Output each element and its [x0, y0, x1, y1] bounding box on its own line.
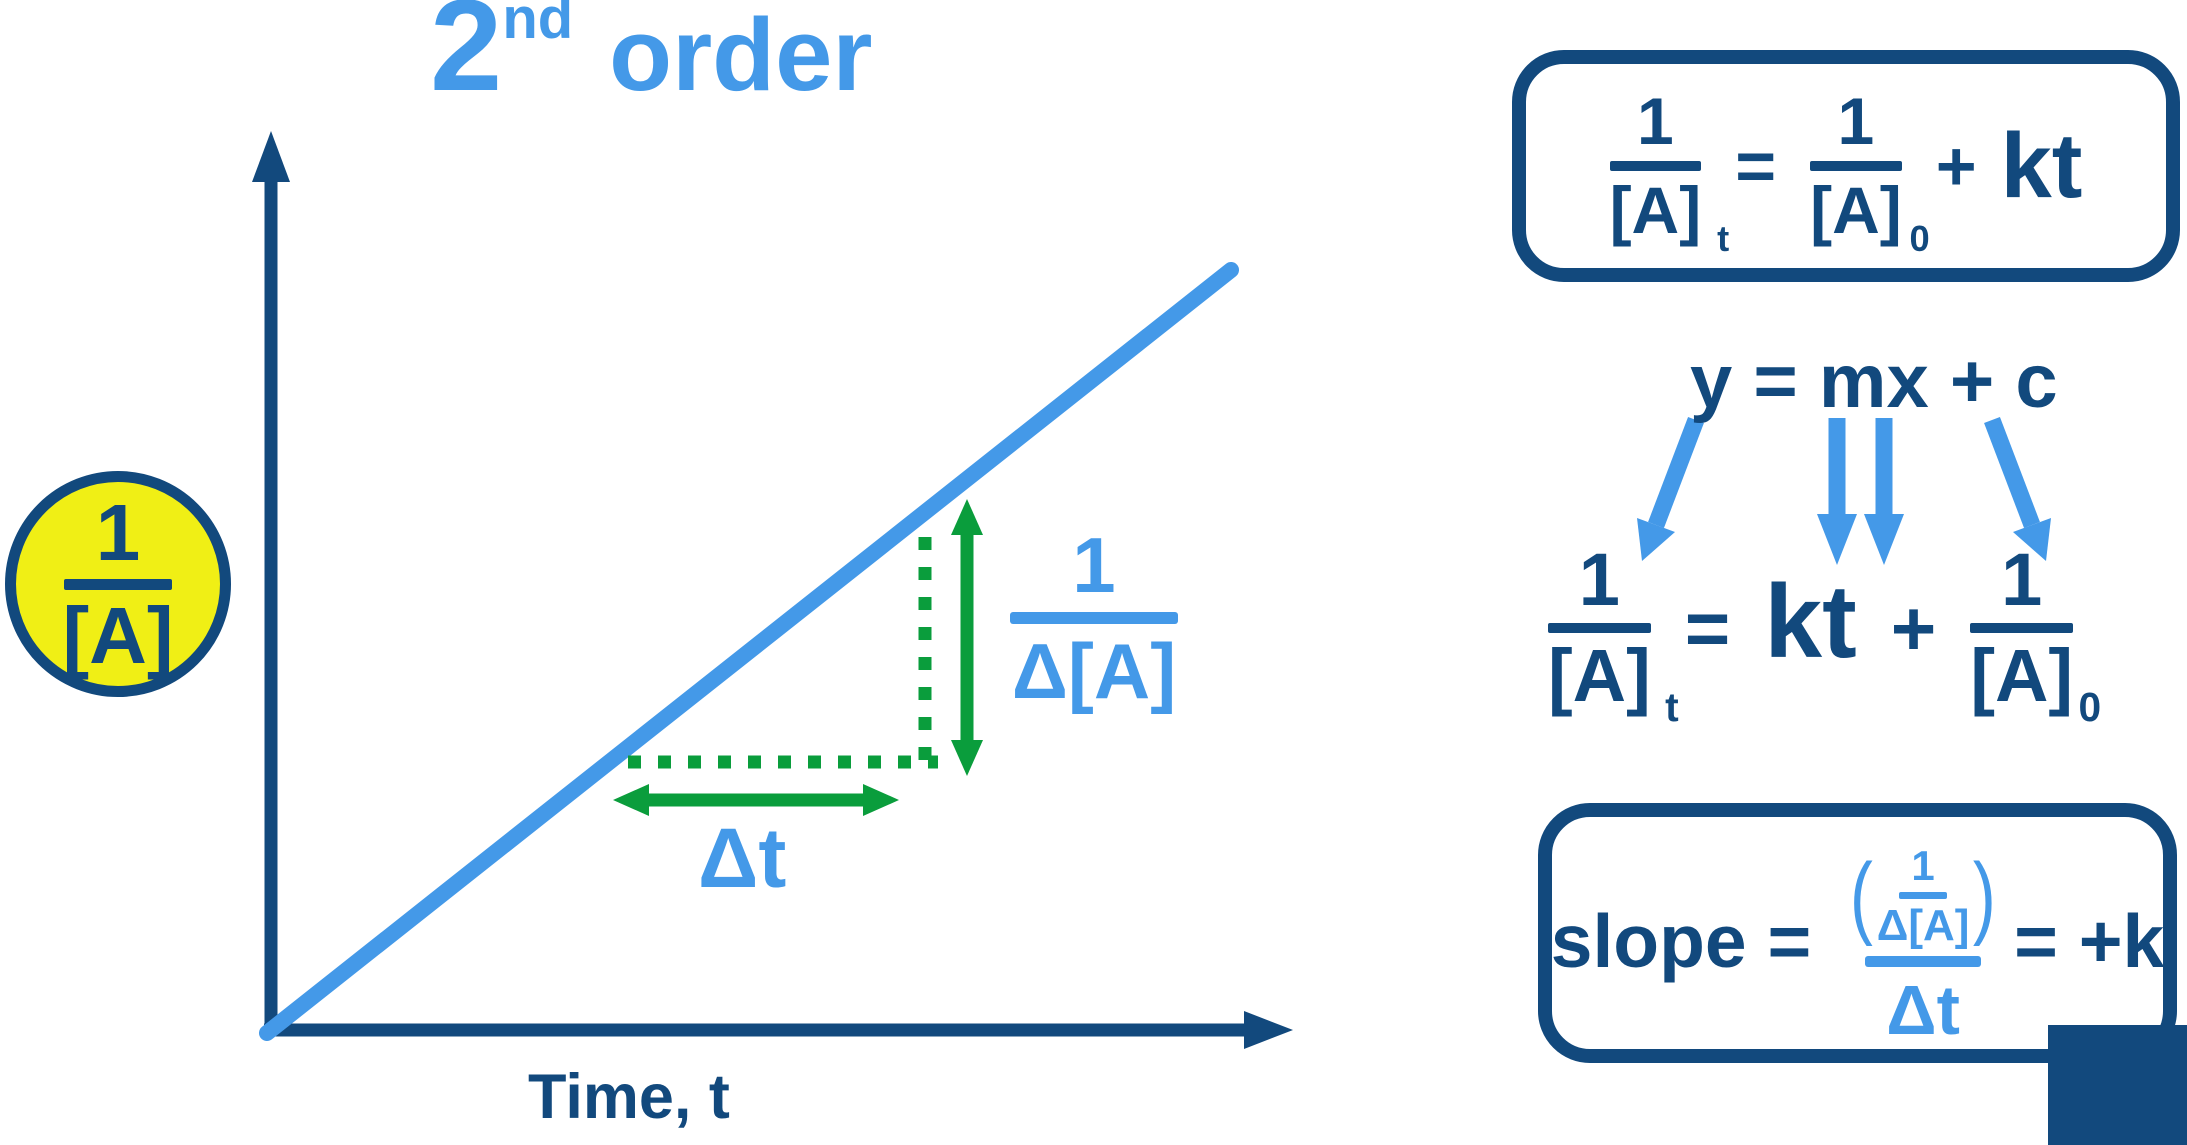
rearranged-equation: 1 [A] t = kt + 1 [A] 0 — [1548, 538, 2133, 727]
x-axis-label: Time, t — [528, 1062, 730, 1132]
integrated-lhs-fraction: 1 [A] t — [1609, 84, 1729, 257]
open-paren: ( — [1849, 845, 1873, 948]
integrated-kt-term: kt — [2000, 115, 2083, 217]
rearranged-rhs-numerator: 1 — [2001, 538, 2043, 621]
map-arrow-c-head — [2013, 518, 2051, 561]
slope-equation: slope = ( 1 Δ[A] ) Δt = +k — [1550, 837, 2165, 1049]
run-label: Δt — [698, 811, 787, 905]
x-axis-arrowhead — [1244, 1011, 1293, 1049]
integrated-rhs-denominator: [A] — [1810, 173, 1902, 247]
integrated-rhs-subscript: 0 — [1909, 218, 1930, 260]
title-number: 2 — [430, 0, 503, 118]
rearranged-lhs-subscript: t — [1665, 683, 1679, 730]
map-arrow-y — [1648, 416, 1704, 529]
linear-form-equation: y = mx + c — [1690, 339, 2058, 424]
integrated-lhs-bar — [1609, 161, 1702, 171]
badge-denominator: [A] — [62, 590, 174, 680]
integrated-lhs-denominator: [A] — [1609, 173, 1702, 247]
y-axis-arrowhead — [252, 131, 290, 182]
slope-numerator-group: ( 1 Δ[A] ) — [1846, 845, 2000, 948]
rearranged-equals: = — [1684, 584, 1731, 673]
run-arrow-right-head — [863, 784, 899, 816]
rearranged-rhs-denominator: [A] — [1970, 634, 2074, 718]
integrated-plus: + — [1935, 127, 1977, 205]
badge-numerator: 1 — [95, 487, 141, 577]
rearranged-rhs-fraction: 1 [A] 0 — [1970, 538, 2101, 727]
trend-line — [259, 262, 1239, 1041]
map-arrow-y-head — [1637, 518, 1675, 561]
slope-mini-fraction: 1 Δ[A] — [1877, 845, 1970, 948]
rise-numerator: 1 — [1072, 521, 1116, 609]
y-axis-badge: 1 [A] — [5, 471, 231, 697]
map-arrow-m2-head — [1864, 514, 1904, 565]
integrated-lhs-numerator: 1 — [1637, 84, 1674, 159]
corner-square — [2048, 1025, 2187, 1145]
rise-fraction-bar — [1010, 612, 1178, 625]
integrated-equals: = — [1735, 127, 1777, 205]
title-ordinal-suffix: nd — [502, 0, 574, 51]
rearranged-lhs-numerator: 1 — [1578, 538, 1620, 621]
run-arrow-left-head — [613, 784, 649, 816]
slope-denominator: Δt — [1886, 971, 1960, 1049]
rise-fraction-label: 1 Δ[A] — [1004, 521, 1184, 716]
rearranged-kt-term: kt — [1764, 564, 1857, 681]
rearranged-rhs-subscript: 0 — [2078, 683, 2102, 730]
rise-arrow-bottom-head — [951, 740, 983, 776]
rearranged-lhs-bar — [1548, 623, 1651, 634]
rearranged-rhs-bar — [1970, 623, 2074, 634]
integrated-rhs-fraction: 1 [A] 0 — [1810, 84, 1930, 257]
rearranged-lhs-denominator: [A] — [1548, 634, 1651, 718]
rise-arrow-top-head — [951, 499, 983, 535]
badge-fraction-bar — [64, 578, 172, 590]
close-paren: ) — [1973, 845, 1997, 948]
rise-denominator: Δ[A] — [1011, 627, 1177, 716]
slope-lead-text: slope = — [1550, 898, 1833, 983]
map-arrow-m1-head — [1817, 514, 1857, 565]
title-word: order — [609, 0, 873, 112]
mini-denominator: Δ[A] — [1876, 901, 1970, 950]
integrated-lhs-subscript: t — [1717, 218, 1730, 260]
slope-box: slope = ( 1 Δ[A] ) Δt = +k — [1538, 803, 2177, 1063]
slope-result-text: = +k — [2014, 898, 2165, 983]
rearranged-plus: + — [1890, 584, 1937, 673]
integrated-rate-box: 1 [A] t = 1 [A] 0 + kt — [1512, 50, 2180, 282]
mini-numerator: 1 — [1911, 842, 1935, 889]
integrated-rhs-bar — [1810, 161, 1902, 171]
mini-fraction-bar — [1899, 892, 1948, 899]
integrated-rhs-numerator: 1 — [1837, 84, 1875, 159]
slope-fraction-bar — [1865, 956, 1982, 967]
map-arrow-c — [1984, 416, 2040, 529]
rearranged-lhs-fraction: 1 [A] t — [1548, 538, 1679, 727]
slope-fraction: ( 1 Δ[A] ) Δt — [1846, 845, 2000, 1049]
